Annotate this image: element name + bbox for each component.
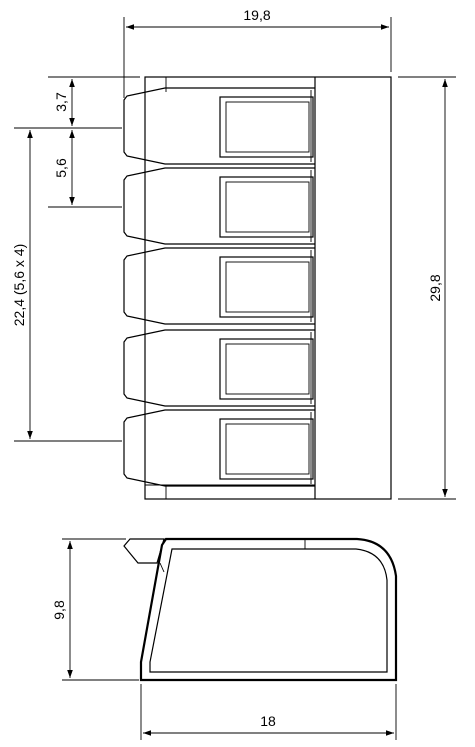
side-view [123,537,398,682]
lever-group [123,87,315,487]
dim-side-height-label: 9,8 [51,600,67,620]
dim-pitch-label: 5,6 [53,158,69,178]
lever [123,409,315,487]
lever-slot [219,338,314,400]
side-lever-line [159,562,165,573]
lever-slot [219,256,314,318]
lever-outline [123,247,315,325]
lever-slot [219,96,314,158]
dim-pitch-total-label: 22,4 (5,6 x 4) [11,244,27,327]
dim-side-width: 18 [140,684,397,740]
lever [123,247,315,325]
lever-slot-inner [225,181,310,233]
lever-slot [219,176,314,238]
lever [123,167,315,245]
lever-slot-inner [225,343,310,395]
lever [123,87,315,165]
dim-side-width-label: 18 [260,713,276,729]
top-view [123,76,392,500]
dim-first-pitch: 3,7 [48,76,140,129]
lever-slot-inner [225,261,310,313]
dim-top-height: 29,8 [398,76,456,500]
lever-outline [123,87,315,165]
lever-outline [123,329,315,407]
side-lever-tab [123,538,165,564]
dim-top-width-label: 19,8 [243,7,270,23]
lever-slot-inner [225,423,310,475]
lever [123,329,315,407]
side-profile-inner [149,548,388,673]
dim-pitch: 5,6 [48,130,122,208]
lever-slot-inner [225,101,310,153]
lever-outline [123,409,315,487]
dim-side-height: 9,8 [51,538,139,681]
dim-pitch-total: 22,4 (5,6 x 4) [11,127,122,442]
dim-top-height-label: 29,8 [427,274,443,301]
dim-top-width: 19,8 [123,7,392,98]
dim-first-pitch-label: 3,7 [53,92,69,112]
lever-slot [219,418,314,480]
connector-body-outline [144,76,392,500]
lever-outline [123,167,315,245]
side-profile-outer [139,537,398,682]
